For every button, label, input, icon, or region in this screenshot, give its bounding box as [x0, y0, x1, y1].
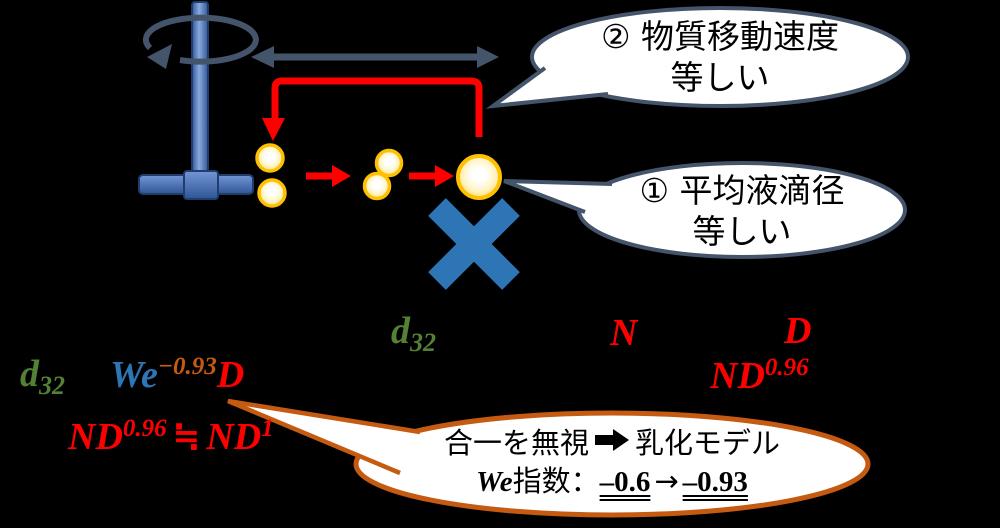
to-arrow: →	[654, 464, 679, 498]
speech-bubble-mass-transfer	[485, 6, 910, 109]
droplet-mid-2	[362, 171, 392, 201]
recirculation-arrow-icon	[262, 77, 483, 141]
formula-D: D	[784, 312, 811, 350]
formula-d32-top: d32	[391, 312, 436, 356]
note-bubble	[227, 398, 871, 518]
droplet-size-bubble-text: ① 平均液滴径 等しい	[580, 170, 904, 252]
speech-bubble-droplet-size	[503, 161, 907, 259]
note-line1-before: 合一を無視	[443, 426, 589, 460]
we-base: We	[110, 354, 158, 396]
d32-base: d	[391, 310, 410, 352]
d32-left-subscript: 32	[39, 371, 65, 400]
nd-exponent: 0.96	[764, 354, 809, 381]
droplet-mid-1	[374, 148, 404, 178]
mass-transfer-bubble-text: ② 物質移動速度 等しい	[534, 16, 906, 98]
note-line2: We指数：–0.6→–0.93	[362, 462, 862, 501]
rotation-arrow-icon	[142, 14, 259, 69]
formula-N: N	[610, 314, 637, 352]
span-double-arrow-icon	[251, 46, 499, 68]
approx-left-base: ND	[68, 416, 123, 458]
old-exponent-value: –0.6	[599, 466, 651, 498]
right-arrow-icon	[595, 429, 629, 451]
new-exponent-value: –0.93	[682, 466, 748, 498]
we-symbol: We	[476, 466, 513, 498]
note-line1: 合一を無視 乳化モデル	[362, 424, 862, 462]
droplet-size-line2: 等しい	[692, 212, 792, 251]
d32-left-base: d	[20, 353, 39, 395]
mass-transfer-line1: ② 物質移動速度	[600, 17, 840, 56]
d-symbol: D	[784, 310, 812, 352]
we-term-d: D	[216, 354, 245, 396]
formula-approx-line: ND0.96≒ND1	[68, 416, 274, 456]
formula-d32-left: d32	[20, 355, 65, 399]
nd-base: ND	[710, 355, 765, 397]
cross-icon	[428, 198, 520, 290]
mass-transfer-line2: 等しい	[670, 58, 770, 97]
note-bubble-text: 合一を無視 乳化モデル We指数：–0.6→–0.93	[362, 424, 862, 501]
we-exponent: −0.93	[157, 353, 217, 380]
approx-right-exponent: 1	[261, 415, 274, 442]
formula-ND096: ND0.96	[710, 355, 809, 395]
approx-left-exponent: 0.96	[122, 415, 167, 442]
droplet-small-1	[255, 143, 285, 173]
note-line1-after: 乳化モデル	[635, 426, 781, 460]
impeller-icon	[138, 1, 254, 200]
impeller-shaft	[191, 1, 209, 175]
droplet-group	[255, 143, 502, 208]
droplet-small-2	[257, 178, 287, 208]
n-symbol: N	[610, 312, 638, 354]
approx-equal-sign: ≒	[172, 416, 201, 455]
impeller-hub	[183, 170, 219, 200]
d32-subscript: 32	[410, 328, 436, 357]
coalescence-arrow-2-icon	[409, 165, 454, 187]
droplet-large	[456, 154, 502, 200]
coalescence-arrow-1-icon	[306, 165, 351, 187]
formula-we-term: We−0.93D	[110, 354, 244, 394]
approx-right-base: ND	[206, 416, 262, 458]
exponent-label: 指数：	[512, 464, 600, 498]
droplet-size-line1: ① 平均液滴径	[639, 171, 845, 210]
